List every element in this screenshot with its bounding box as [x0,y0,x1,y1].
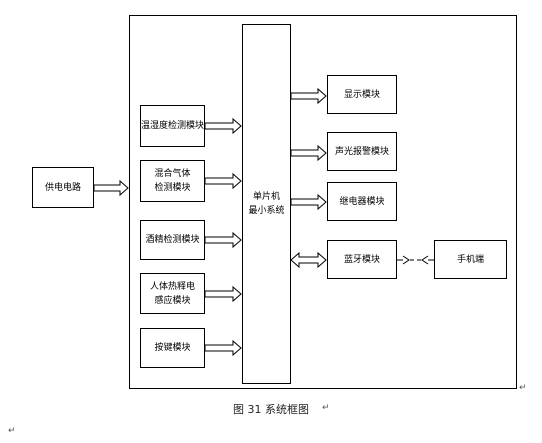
alcohol-module: 酒精检测模块 [140,220,205,260]
temp-humidity-arrow [204,117,242,135]
keypad-label: 按键模块 [154,343,191,353]
paragraph-mark: ↵ [8,426,16,436]
keypad-arrow [204,339,242,357]
alcohol-arrow [204,231,242,249]
paragraph-mark: ↵ [322,403,330,413]
alcohol-label: 酒精检测模块 [145,235,200,245]
mixed-gas-label: 混合气体 检测模块 [154,169,191,193]
bluetooth-double-arrow [290,251,327,269]
alarm-module: 声光报警模块 [327,132,397,171]
phone-label: 手机端 [456,254,484,265]
mcu-label: 单片机 最小系统 [248,192,285,216]
relay-label: 继电器模块 [339,196,385,207]
wireless-link [397,255,434,265]
mixed-gas-arrow [204,172,242,190]
alarm-label: 声光报警模块 [334,146,389,157]
display-arrow [290,87,327,105]
pir-module: 人体热释电 感应模块 [140,273,205,314]
phone-box: 手机端 [434,240,507,279]
power-supply-box: 供电电路 [32,167,94,208]
power-arrow [93,179,129,197]
display-label: 显示模块 [343,89,380,100]
pir-arrow [204,285,242,303]
relay-arrow [290,193,327,211]
figure-caption: 图 31 系统框图 [233,403,309,416]
paragraph-mark: ↵ [519,383,527,393]
display-module: 显示模块 [327,75,397,114]
system-frame [129,15,517,389]
power-supply-label: 供电电路 [44,182,81,193]
relay-module: 继电器模块 [327,182,397,221]
bluetooth-module: 蓝牙模块 [327,240,397,279]
temp-humidity-label: 温湿度检测模块 [141,121,205,131]
mixed-gas-module: 混合气体 检测模块 [140,160,205,202]
pir-label: 人体热释电 感应模块 [149,281,195,306]
keypad-module: 按键模块 [140,328,205,368]
bluetooth-label: 蓝牙模块 [343,254,380,265]
alarm-arrow [290,144,327,162]
